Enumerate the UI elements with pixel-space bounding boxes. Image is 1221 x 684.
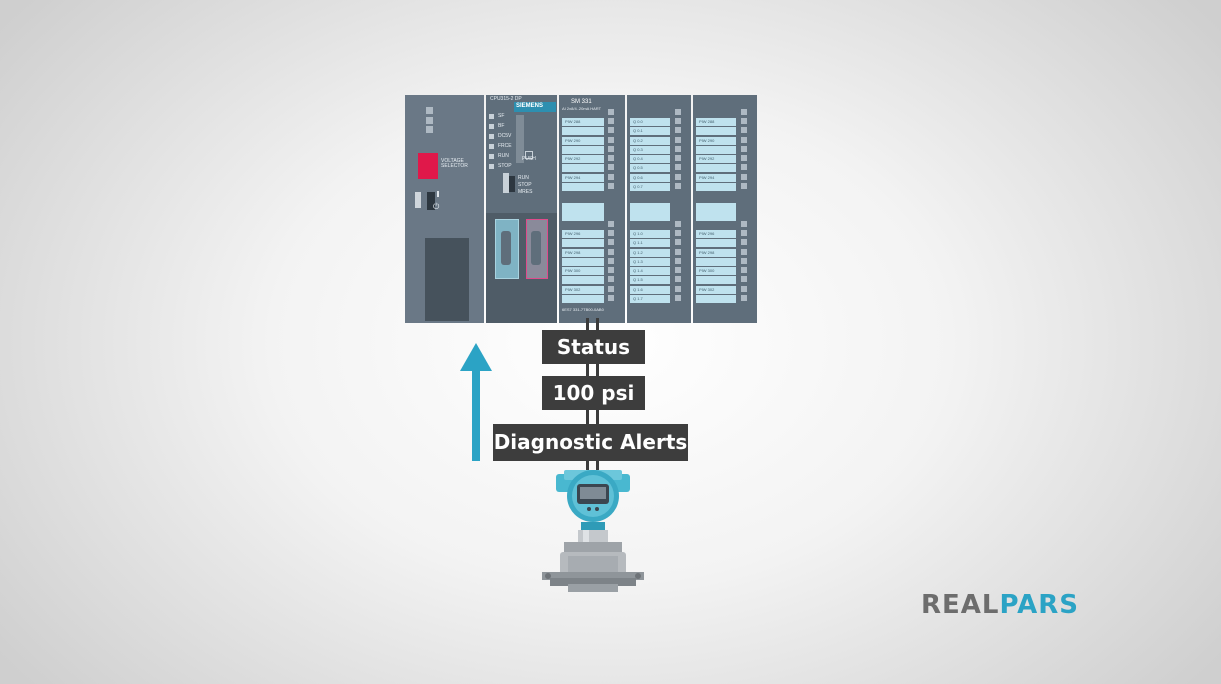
terminal-cover [425,238,469,321]
realpars-logo: REALPARS [921,588,1079,622]
status-label: Status [542,330,645,364]
logo-part-pars: PARS [999,590,1080,620]
sm331-subtitle: AI 2x8/4..20mA HART [562,106,602,111]
mode-switch[interactable] [503,173,509,193]
voltage-selector-label: VOLTAGE SELECTOR [441,158,468,169]
pressure-transmitter [542,470,644,592]
analog-module: PIW 288 PIW 290 PIW 292 PIW 294 PIW 296 … [693,95,757,323]
memory-card-slot[interactable] [516,115,524,163]
siemens-brand [514,102,556,112]
diagnostic-alerts-label: Diagnostic Alerts [493,424,688,461]
sm331-order-number: 6ES7 331-7TB00-0AB0 [562,307,604,312]
cpu-module: CPU315-2 DP SIEMENS SF BF DC5V FRCE RUN … [486,95,557,323]
cpu-model: CPU315-2 DP [490,96,522,102]
value-label: 100 psi [542,376,645,410]
voltage-selector-switch[interactable] [418,153,438,179]
power-supply-module: VOLTAGE SELECTOR ⏻ [405,95,484,323]
power-icon: ⏻ [433,202,440,211]
sm331-module: SM 331 AI 2x8/4..20mA HART PIW 288 PIW 2… [559,95,625,323]
sm331-title: SM 331 [571,99,592,105]
power-switch[interactable] [415,192,421,208]
logo-part-real: REAL [921,590,1000,620]
brand-label: SIEMENS [516,103,544,109]
digital-output-module: Q 0.0 Q 0.1 Q 0.2 Q 0.3 Q 0.4 Q 0.5 Q 0.… [627,95,691,323]
up-arrow-icon [460,343,492,461]
